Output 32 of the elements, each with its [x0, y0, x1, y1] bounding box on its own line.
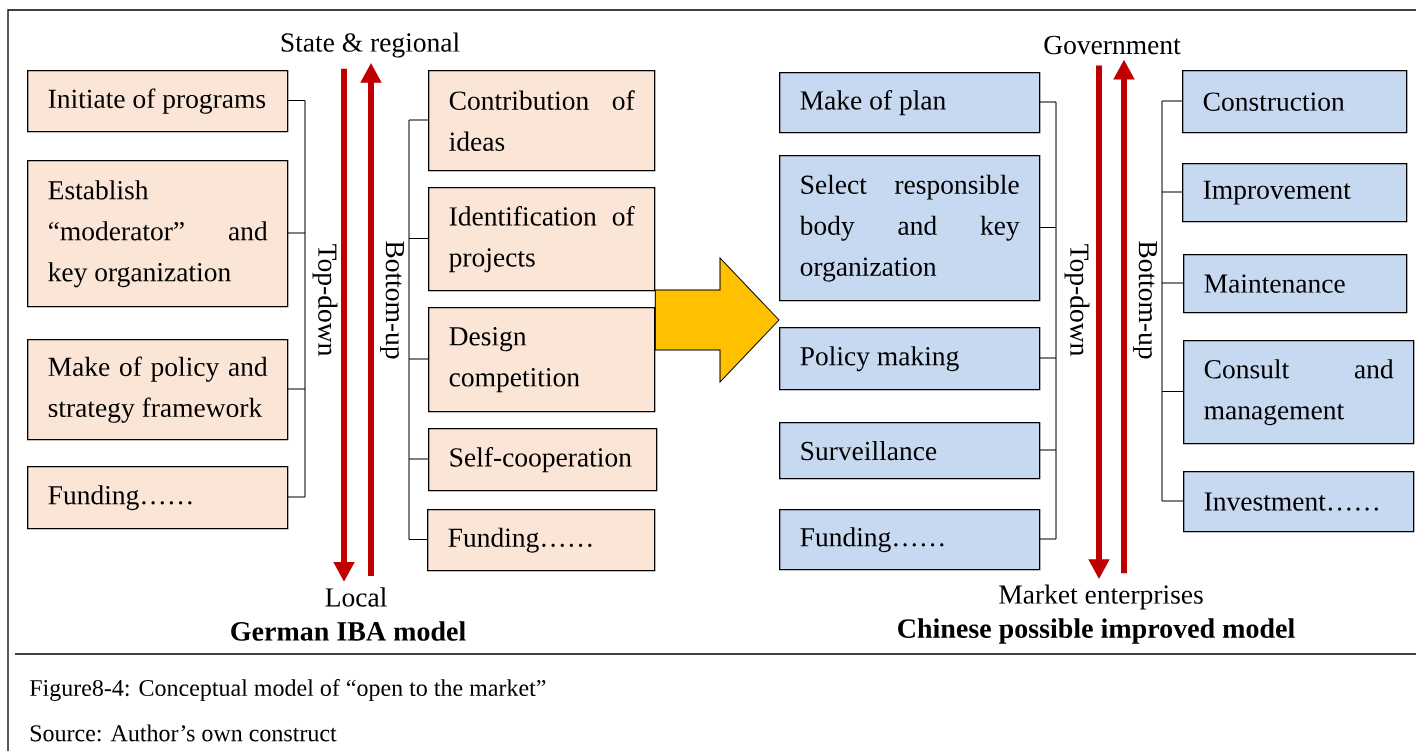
edge-label: Bottom-up — [1132, 239, 1158, 361]
level-label: State & regional — [281, 32, 460, 58]
process-box: Improvement — [1182, 163, 1408, 223]
process-box: Investment…… — [1183, 471, 1415, 533]
process-box: Funding…… — [27, 466, 289, 530]
process-box: Maintenance — [1183, 254, 1408, 314]
process-box: Surveillance — [779, 422, 1041, 480]
edge-label: Top-down — [1063, 242, 1091, 358]
process-box: Select responsible body and key organization — [779, 155, 1041, 302]
model-title: German IBA model — [231, 621, 466, 641]
block-arrow — [654, 257, 780, 383]
edge-label: Top-down — [311, 242, 339, 358]
edge-label: Bottom-up — [379, 239, 405, 361]
model-title: Chinese possible improved model — [898, 618, 1295, 644]
process-box: Funding…… — [779, 509, 1041, 571]
process-box: Construction — [1182, 70, 1408, 134]
process-box: Self-cooperation — [428, 428, 658, 492]
process-box: Funding…… — [427, 509, 656, 572]
level-label: Market enterprises — [999, 584, 1203, 610]
process-box: Contribution of ideas — [428, 70, 656, 172]
caption: Figure8-4: Conceptual model of “open to the market” — [29, 678, 546, 702]
level-label: Government — [1044, 35, 1181, 55]
process-box: Make of plan — [779, 72, 1041, 134]
process-box: Policy making — [779, 327, 1041, 391]
source-note: Source: Author’s own construct — [30, 724, 337, 742]
process-box: Make of policy and strategy framework — [27, 339, 289, 441]
process-box: Establish “moderator” and key organization — [27, 160, 289, 308]
process-box: Design competition — [428, 307, 656, 413]
level-label: Local — [325, 587, 387, 607]
process-box: Identification of projects — [428, 187, 656, 292]
process-box: Initiate of programs — [27, 70, 289, 133]
process-box: Consult and management — [1183, 340, 1415, 445]
